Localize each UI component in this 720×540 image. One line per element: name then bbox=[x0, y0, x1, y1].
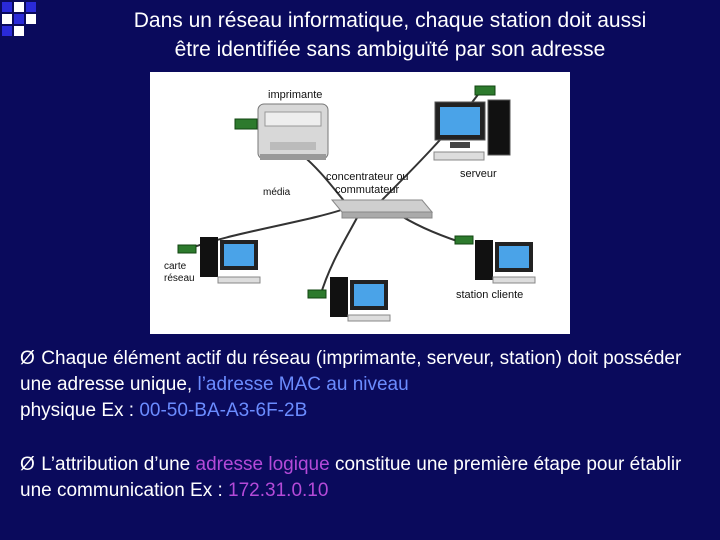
title-line-1: Dans un réseau informatique, chaque stat… bbox=[133, 9, 647, 32]
label-server: serveur bbox=[460, 168, 497, 180]
bullet-mac-address: Ø Chaque élément actif du réseau (imprim… bbox=[20, 346, 710, 424]
network-diagram: imprimante serveur concentrateur ou comm… bbox=[150, 72, 570, 334]
bullet2-text-b: constitue une première étape pour établi… bbox=[20, 454, 682, 501]
client-station-bottom-icon bbox=[330, 277, 391, 322]
label-client-station: station cliente bbox=[456, 289, 523, 301]
label-printer: imprimante bbox=[268, 89, 322, 101]
client-station-right-icon bbox=[475, 240, 536, 284]
client-left-network-card-icon bbox=[177, 244, 197, 254]
arrow-bullet-icon: Ø bbox=[20, 454, 35, 475]
bullet1-example-mac: 00-50-BA-A3-6F-2B bbox=[139, 400, 308, 421]
printer-icon bbox=[257, 103, 329, 160]
client-station-left-icon bbox=[200, 237, 261, 284]
network-card-icon bbox=[234, 118, 258, 130]
server-icon bbox=[433, 99, 511, 161]
bullet1-highlight: l’adresse MAC au niveau bbox=[197, 374, 409, 395]
label-hub-line-1: concentrateur ou bbox=[326, 171, 409, 183]
server-network-card-icon bbox=[474, 85, 496, 96]
client-bottom-network-card-icon bbox=[307, 289, 327, 299]
bullet2-highlight: adresse logique bbox=[195, 454, 330, 475]
bullet1-text-b: physique Ex : bbox=[20, 400, 140, 421]
slide-title: Dans un réseau informatique, chaque stat… bbox=[60, 6, 720, 64]
label-card-line-2: réseau bbox=[164, 273, 195, 284]
bullet1-text-a: Chaque élément actif du réseau (impriman… bbox=[20, 348, 682, 395]
arrow-bullet-icon: Ø bbox=[20, 348, 35, 369]
label-hub-line-2: commutateur bbox=[335, 184, 400, 196]
bullet2-example-ip: 172.31.0.10 bbox=[228, 480, 329, 501]
title-line-2: être identifiée sans ambiguïté par son a… bbox=[174, 38, 606, 61]
switch-icon bbox=[330, 199, 434, 219]
client-right-network-card-icon bbox=[454, 235, 474, 245]
label-media: média bbox=[263, 187, 291, 198]
bullet2-text-a: L’attribution d’une bbox=[41, 454, 196, 475]
corner-squares-decoration bbox=[2, 2, 36, 36]
bullet-logical-address: Ø L’attribution d’une adresse logique co… bbox=[20, 452, 710, 504]
label-card-line-1: carte bbox=[164, 261, 187, 272]
network-diagram-svg: imprimante serveur concentrateur ou comm… bbox=[164, 85, 536, 322]
